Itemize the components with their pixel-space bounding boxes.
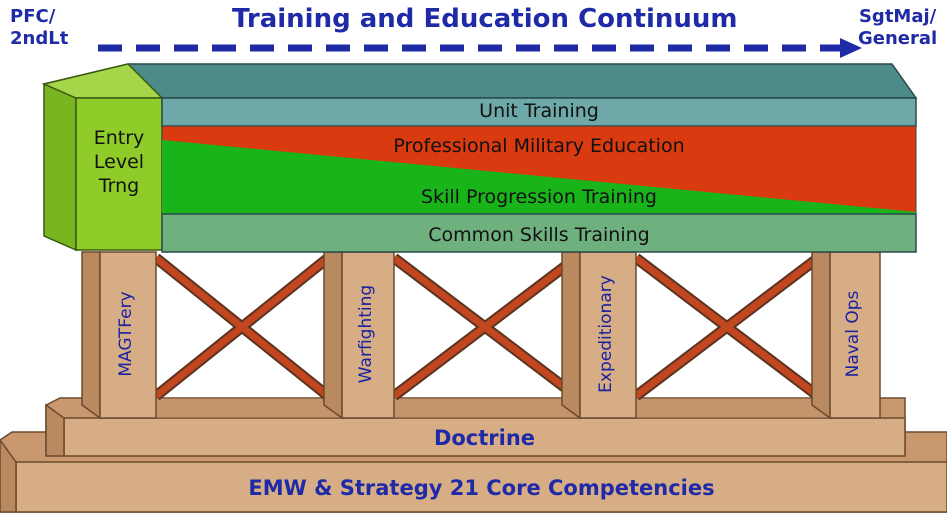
end-rank-label: SgtMaj/ General — [858, 6, 938, 49]
doctrine-label: Doctrine — [433, 426, 536, 450]
pillar-label-warfighting: Warfighting — [356, 284, 376, 384]
pillar-label-magtfery: MAGTFery — [116, 291, 136, 377]
pillar-label-expeditionary: Expeditionary — [596, 275, 616, 393]
core-competencies-label: EMW & Strategy 21 Core Competencies — [248, 476, 715, 500]
diagram-title: Training and Education Continuum — [232, 4, 738, 34]
base-front — [15, 461, 947, 513]
entry-level-label: Entry Level Trng — [93, 127, 145, 197]
doctrine-side — [45, 403, 65, 457]
band-skill-progression — [162, 140, 916, 214]
cross-braces — [153, 255, 821, 399]
entry-block-side — [43, 82, 77, 252]
base-side — [0, 438, 17, 513]
common-skills-label: Common Skills Training — [428, 224, 650, 246]
skill-progression-label: Skill Progression Training — [421, 186, 657, 208]
pillar-label-naval-ops: Naval Ops — [843, 290, 863, 378]
pillars — [81, 251, 881, 420]
deck-floor — [149, 397, 851, 419]
unit-training-label: Unit Training — [479, 100, 599, 122]
band-common-skills — [161, 213, 917, 253]
entry-block-front — [75, 97, 163, 251]
band-unit-training — [161, 97, 917, 127]
top-slab — [43, 63, 918, 99]
progression-arrowhead — [840, 38, 862, 58]
start-rank-label: PFC/ 2ndLt — [10, 6, 69, 49]
pme-label: Professional Military Education — [393, 135, 685, 157]
